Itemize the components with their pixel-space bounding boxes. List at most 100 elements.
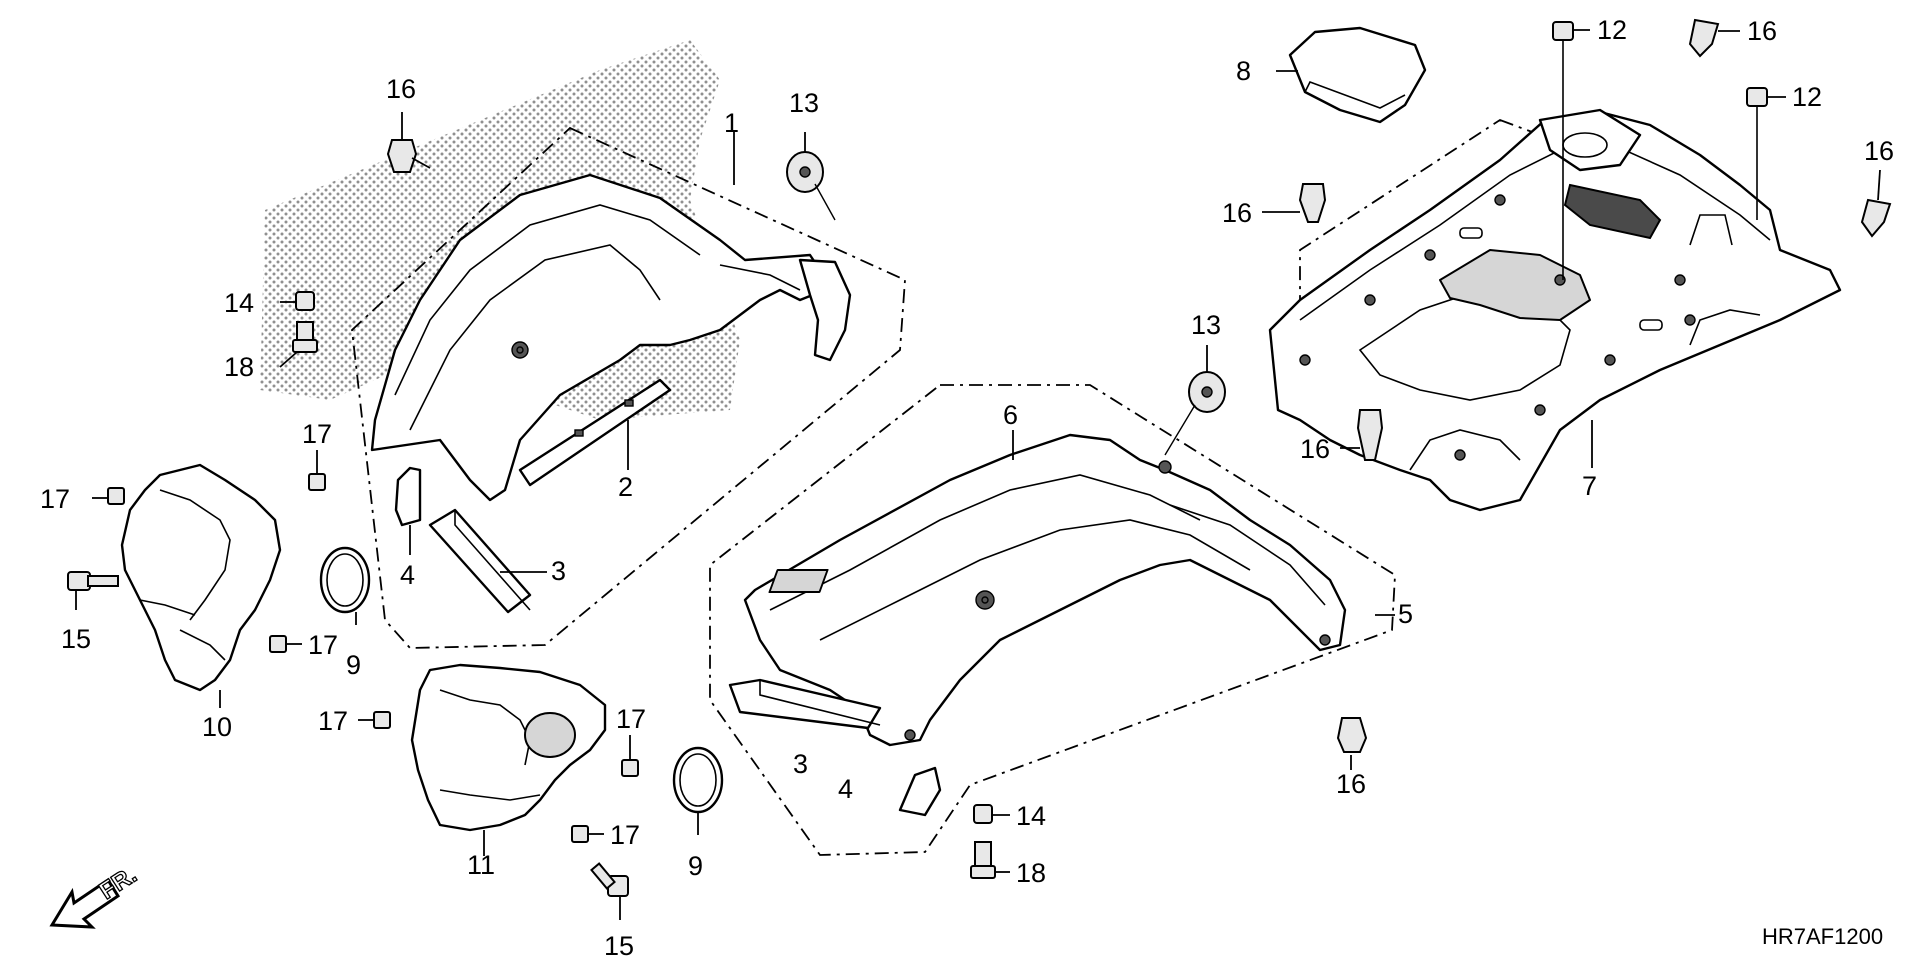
callout-10: 10 (202, 712, 232, 742)
fastener-hole (1299, 354, 1311, 366)
bolt-18 (970, 841, 996, 879)
callout-4: 4 (838, 774, 853, 804)
fastener-hole (1494, 194, 1506, 206)
push-clip-16 (1860, 198, 1892, 238)
callout-11: 11 (467, 850, 495, 880)
push-clip-16 (386, 139, 431, 173)
rear-fender-flap (798, 258, 852, 362)
callout-16: 16 (1864, 136, 1894, 166)
bracket-hole (574, 429, 584, 437)
side-cover-part-10 (120, 463, 282, 692)
side-cover-detail (179, 629, 226, 661)
callout-9: 9 (688, 851, 703, 881)
rear-fender-part-1 (370, 173, 827, 502)
callout-18: 18 (1016, 858, 1046, 888)
rear-fender-rib-2 (409, 244, 661, 431)
callout-17: 17 (610, 820, 640, 850)
callout-14: 14 (224, 288, 254, 318)
callout-15: 15 (61, 624, 91, 654)
side-cover-detail (439, 789, 541, 801)
front-direction-arrow: FR. (49, 861, 142, 929)
fastener-hole (1319, 634, 1331, 646)
fastener-hole (1454, 449, 1466, 461)
fastener-hole (904, 729, 916, 741)
screw-17 (571, 825, 589, 843)
rear-fender-rib-3 (1169, 504, 1326, 606)
callout-15: 15 (604, 931, 634, 960)
callout-16: 16 (1222, 198, 1252, 228)
grommet-part-9-inner (326, 553, 364, 607)
fastener-hole (1534, 404, 1546, 416)
screw-17 (107, 487, 125, 505)
pad-part-4 (898, 766, 942, 817)
callout-8: 8 (1236, 56, 1251, 86)
callout-17: 17 (318, 706, 348, 736)
nut-14 (973, 804, 993, 824)
rear-fender-label (768, 569, 829, 593)
callout-12: 12 (1597, 15, 1627, 45)
callout-12: 12 (1792, 82, 1822, 112)
foam-pad-edge (759, 680, 881, 726)
callout-3: 3 (551, 556, 566, 586)
side-cover-lip (139, 599, 196, 616)
callout-17: 17 (40, 484, 70, 514)
cap-part-8 (1288, 26, 1427, 124)
group-box-part-5 (709, 384, 1396, 856)
callout-9: 9 (346, 650, 361, 680)
fastener-hole (1674, 274, 1686, 286)
rear-fender-rib (769, 474, 1201, 611)
carrier-cover-tray (1439, 249, 1591, 321)
callout-16: 16 (1300, 434, 1330, 464)
callout-13: 13 (789, 88, 819, 118)
carrier-cover-logo (1563, 183, 1662, 240)
fastener-hole (1424, 249, 1436, 261)
callout-4: 4 (400, 560, 415, 590)
carrier-cover-cup (1538, 108, 1642, 172)
grommet-part-9-inner (679, 753, 717, 807)
rear-fender-rib (394, 204, 701, 396)
nut-13 (786, 151, 836, 221)
fastener-hole (516, 346, 524, 354)
push-clip-16 (1298, 183, 1327, 223)
callout-17: 17 (616, 704, 646, 734)
rear-fender-rib-2 (819, 519, 1251, 641)
fastener-hole (1604, 354, 1616, 366)
screw-17 (373, 711, 391, 729)
fastener-hole (1684, 314, 1696, 326)
side-cover-detail (159, 489, 231, 621)
diagram-code: HR7AF1200 (1762, 924, 1883, 949)
callout-13: 13 (1191, 310, 1221, 340)
nut-14 (295, 291, 315, 311)
callout-14: 14 (1016, 801, 1046, 831)
side-cover-lens (524, 712, 576, 758)
callout-16: 16 (1747, 16, 1777, 46)
screw-17 (621, 759, 639, 777)
push-clip-16 (1688, 18, 1720, 58)
fastener-hole (1364, 294, 1376, 306)
callout-17: 17 (302, 419, 332, 449)
callout-3: 3 (793, 749, 808, 779)
bolt-15 (67, 571, 119, 591)
foam-pad-edge (454, 510, 531, 611)
bolt-15 (590, 862, 629, 897)
pad-part-4 (394, 466, 422, 527)
push-clip-16 (1356, 409, 1384, 461)
screw-17 (269, 635, 287, 653)
nut-13 (1164, 371, 1226, 456)
callout-2: 2 (618, 472, 633, 502)
nut-12 (1552, 21, 1574, 280)
push-clip-16 (1336, 717, 1368, 753)
callout-1: 1 (724, 108, 739, 138)
callout-16: 16 (386, 74, 416, 104)
fastener-hole (1158, 460, 1172, 474)
leader-lines (75, 29, 1881, 920)
side-cover-part-11 (410, 663, 607, 832)
rear-fender-edge (719, 264, 801, 291)
callout-16: 16 (1336, 769, 1366, 799)
callout-6: 6 (1003, 400, 1018, 430)
cap-edge (1304, 81, 1406, 109)
grommet-part-9 (319, 546, 371, 614)
nut-12 (1746, 87, 1768, 220)
bolt-18 (292, 321, 318, 353)
